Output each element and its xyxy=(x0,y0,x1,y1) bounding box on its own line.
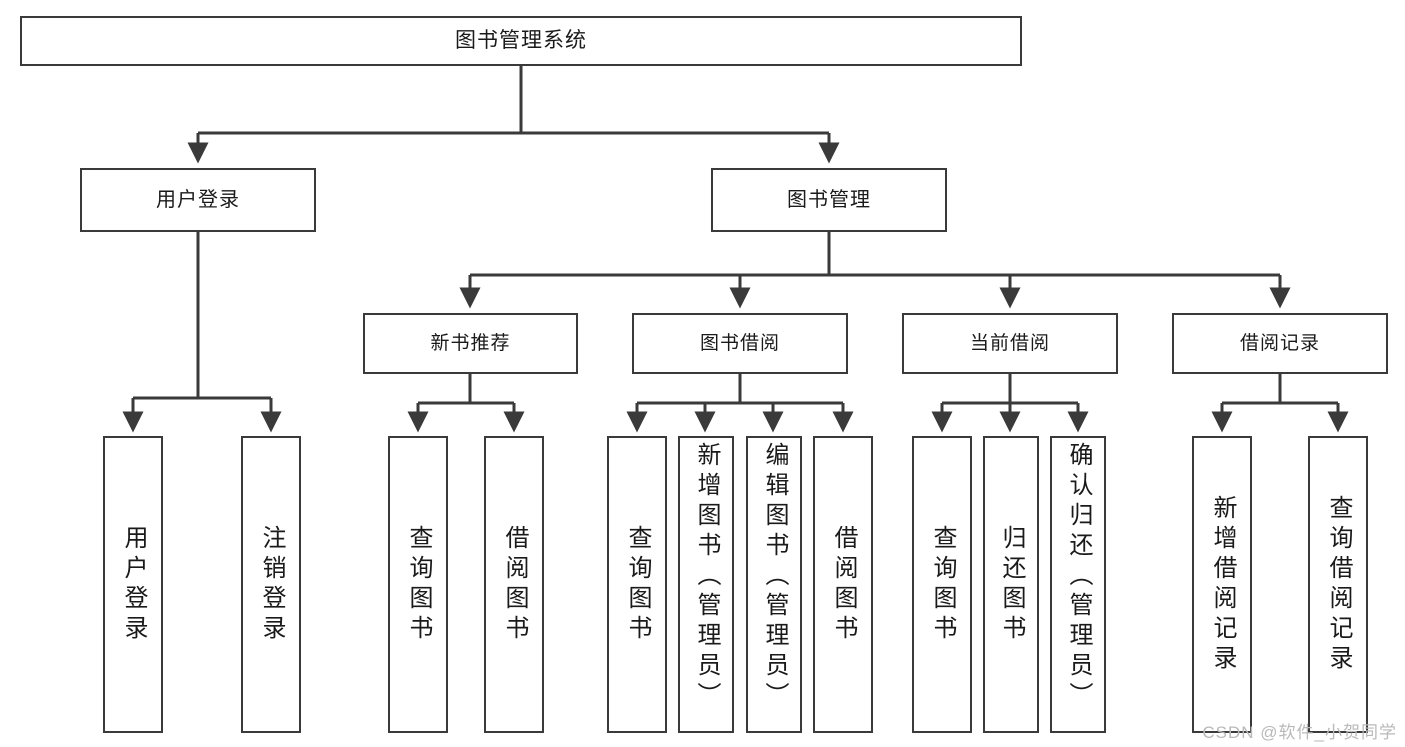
leaf-add-book-admin-label: 新增图书（管理员） xyxy=(693,442,720,712)
node-user-login[interactable]: 用户登录 xyxy=(80,168,316,232)
node-root[interactable]: 图书管理系统 xyxy=(20,16,1022,66)
leaf-query-book-recommend[interactable]: 查询图书 xyxy=(388,436,448,733)
leaf-confirm-return-admin-label: 确认归还（管理员） xyxy=(1065,442,1092,712)
leaf-query-book-current-label: 查询图书 xyxy=(929,524,956,645)
leaf-query-borrow-record[interactable]: 查询借阅记录 xyxy=(1308,436,1368,733)
leaf-query-book-recommend-label: 查询图书 xyxy=(405,524,432,645)
node-root-label: 图书管理系统 xyxy=(455,28,587,52)
leaf-query-book-borrow-label: 查询图书 xyxy=(624,524,651,645)
leaf-user-login[interactable]: 用户登录 xyxy=(103,436,163,733)
node-book-management-label: 图书管理 xyxy=(787,188,871,211)
leaf-add-book-admin[interactable]: 新增图书（管理员） xyxy=(678,436,734,733)
node-book-borrow[interactable]: 图书借阅 xyxy=(632,313,848,374)
node-user-login-label: 用户登录 xyxy=(156,188,240,211)
leaf-query-book-borrow[interactable]: 查询图书 xyxy=(607,436,667,733)
leaf-borrow-book-label: 借阅图书 xyxy=(830,524,857,645)
leaf-edit-book-admin-label: 编辑图书（管理员） xyxy=(761,442,788,712)
leaf-query-borrow-record-label: 查询借阅记录 xyxy=(1325,494,1352,675)
leaf-user-login-label: 用户登录 xyxy=(120,524,147,645)
leaf-logout[interactable]: 注销登录 xyxy=(241,436,301,733)
leaf-add-borrow-record-label: 新增借阅记录 xyxy=(1209,494,1236,675)
leaf-return-book-label: 归还图书 xyxy=(998,524,1025,645)
leaf-confirm-return-admin[interactable]: 确认归还（管理员） xyxy=(1050,436,1106,733)
node-current-borrow[interactable]: 当前借阅 xyxy=(902,313,1118,374)
leaf-add-borrow-record[interactable]: 新增借阅记录 xyxy=(1192,436,1252,733)
node-new-book-recommend[interactable]: 新书推荐 xyxy=(363,313,578,374)
node-borrow-record-label: 借阅记录 xyxy=(1239,332,1320,354)
node-borrow-record[interactable]: 借阅记录 xyxy=(1172,313,1388,374)
node-book-borrow-label: 图书借阅 xyxy=(699,332,780,354)
leaf-borrow-book-recommend[interactable]: 借阅图书 xyxy=(484,436,544,733)
leaf-return-book[interactable]: 归还图书 xyxy=(983,436,1039,733)
node-book-management[interactable]: 图书管理 xyxy=(711,168,947,232)
leaf-borrow-book-recommend-label: 借阅图书 xyxy=(501,524,528,645)
node-new-book-recommend-label: 新书推荐 xyxy=(430,332,511,354)
leaf-query-book-current[interactable]: 查询图书 xyxy=(912,436,972,733)
node-current-borrow-label: 当前借阅 xyxy=(969,332,1050,354)
leaf-borrow-book[interactable]: 借阅图书 xyxy=(813,436,873,733)
leaf-logout-label: 注销登录 xyxy=(258,524,285,645)
leaf-edit-book-admin[interactable]: 编辑图书（管理员） xyxy=(746,436,802,733)
